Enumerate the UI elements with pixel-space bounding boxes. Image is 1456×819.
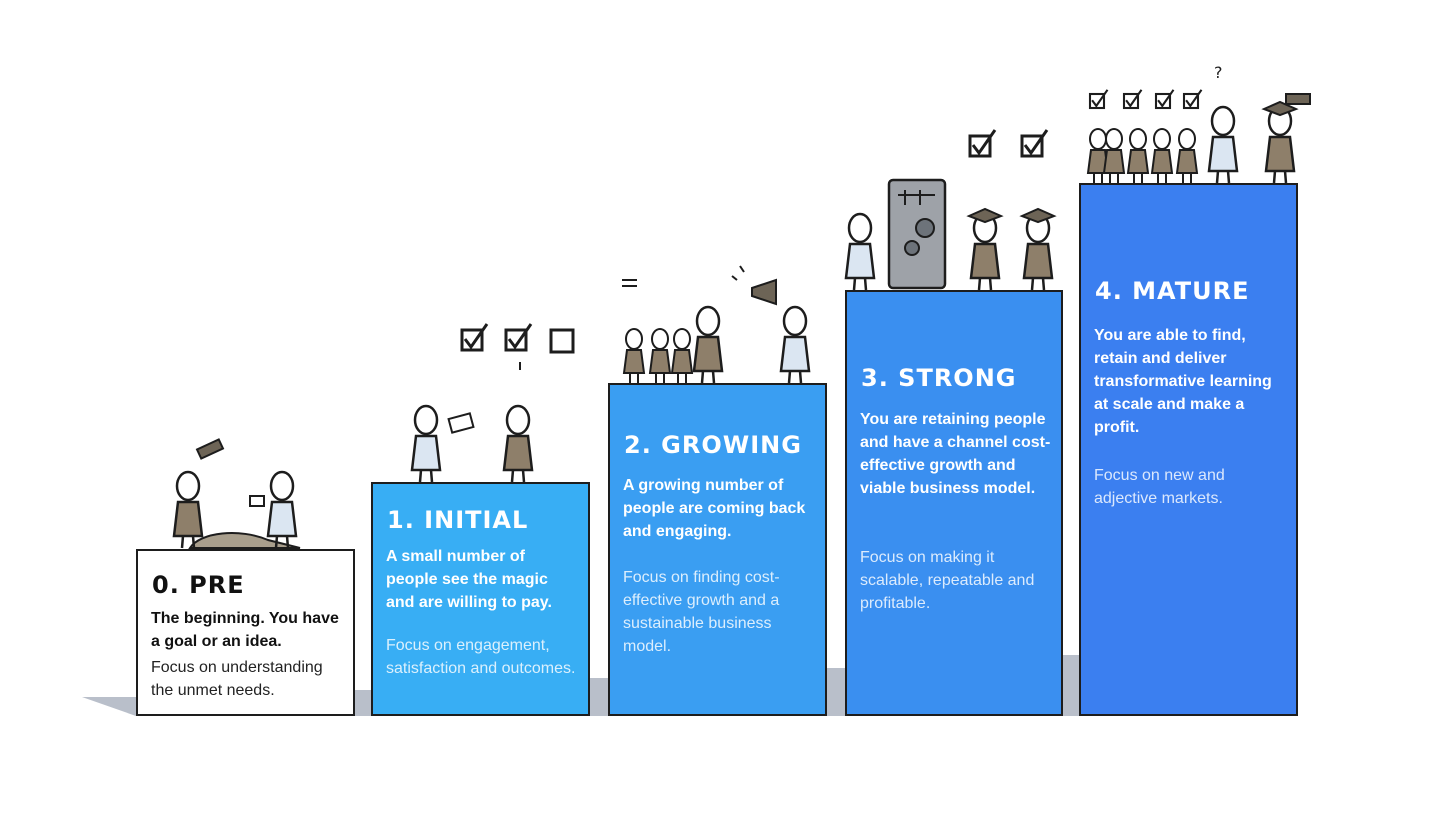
stage-mature-focus: Focus on new and adjective markets. [1094,467,1225,507]
stage-initial-focus: Focus on engagement, satisfaction and ou… [386,637,576,677]
stage-pre-block: 0. PRE The beginning. You have a goal or… [136,549,355,716]
stage-strong-focus: Focus on making it scalable, repeatable … [860,549,1035,612]
shadow-stage-1 [355,690,371,716]
stage-pre-focus: Focus on understanding the unmet needs. [151,659,323,699]
stage-growing-block: 2. GROWING A growing number of people ar… [608,383,827,716]
stage-initial-title: 1. INITIAL [387,506,529,534]
stage-growing-focus: Focus on finding cost-effective growth a… [623,569,780,655]
stage-strong-lead: You are retaining people and have a chan… [860,411,1051,497]
stage-strong-title: 3. STRONG [861,364,1017,392]
stage-pre-lead: The beginning. You have a goal or an ide… [151,610,339,650]
stage-growing-title: 2. GROWING [624,431,802,459]
stage-mature-block: 4. MATURE You are able to find, retain a… [1079,183,1298,716]
stage-pre-title: 0. PRE [152,571,245,599]
stage-mature-lead: You are able to find, retain and deliver… [1094,327,1272,436]
stage-initial-block: 1. INITIAL A small number of people see … [371,482,590,716]
shadow-stage-4 [1063,655,1079,716]
stage-mature-title: 4. MATURE [1095,277,1250,305]
stage-strong-block: 3. STRONG You are retaining people and h… [845,290,1063,716]
stage-growing-lead: A growing number of people are coming ba… [623,477,806,540]
stage-initial-lead: A small number of people see the magic a… [386,548,552,611]
shadow-stage-0 [82,697,136,716]
shadow-stage-3 [827,668,845,716]
shadow-stage-2 [590,678,608,716]
